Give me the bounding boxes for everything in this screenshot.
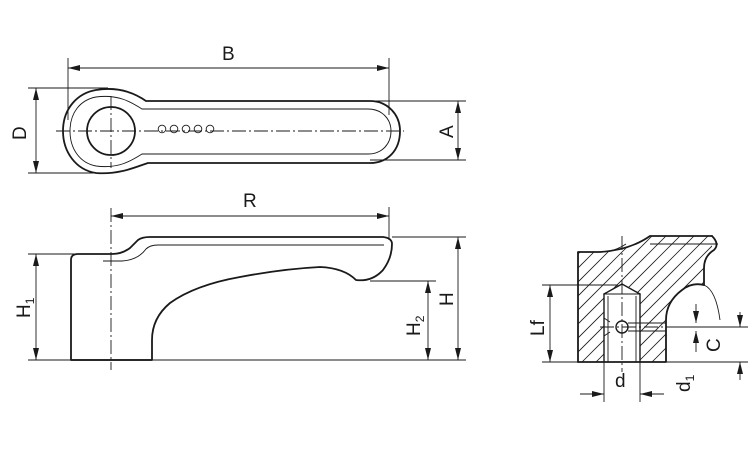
side-view-outline xyxy=(70,236,393,361)
label-r: R xyxy=(243,191,257,212)
dimension-d1: d1 xyxy=(674,304,699,392)
label-d: D xyxy=(10,126,31,140)
label-lf: Lf xyxy=(528,319,549,336)
adjustment-dots xyxy=(157,124,215,134)
dimension-lf: Lf xyxy=(528,284,618,363)
label-d1: d1 xyxy=(674,374,697,392)
top-view: B D A xyxy=(10,44,466,175)
dimension-c: C xyxy=(666,312,748,380)
label-h2: H2 xyxy=(404,315,427,336)
section-view: Lf C d1 xyxy=(528,235,748,402)
dimension-d-small: d xyxy=(580,362,664,402)
dimension-d: D xyxy=(10,87,108,174)
label-h: H xyxy=(437,292,458,306)
dimension-h2: H2 xyxy=(150,280,466,361)
side-view-edge-line xyxy=(103,244,384,262)
label-a: A xyxy=(437,125,458,138)
dimension-r: R xyxy=(111,191,390,240)
dimension-a: A xyxy=(370,100,466,161)
dimension-b: B xyxy=(67,44,390,120)
dimension-h1: H1 xyxy=(14,253,80,361)
label-c: C xyxy=(704,338,725,352)
label-b: B xyxy=(222,44,235,65)
side-view: R H1 H2 xyxy=(14,191,466,370)
label-d-small: d xyxy=(615,371,626,392)
top-view-inner-outline xyxy=(69,95,392,168)
label-h1: H1 xyxy=(14,297,37,318)
dimension-h: H xyxy=(392,236,466,360)
